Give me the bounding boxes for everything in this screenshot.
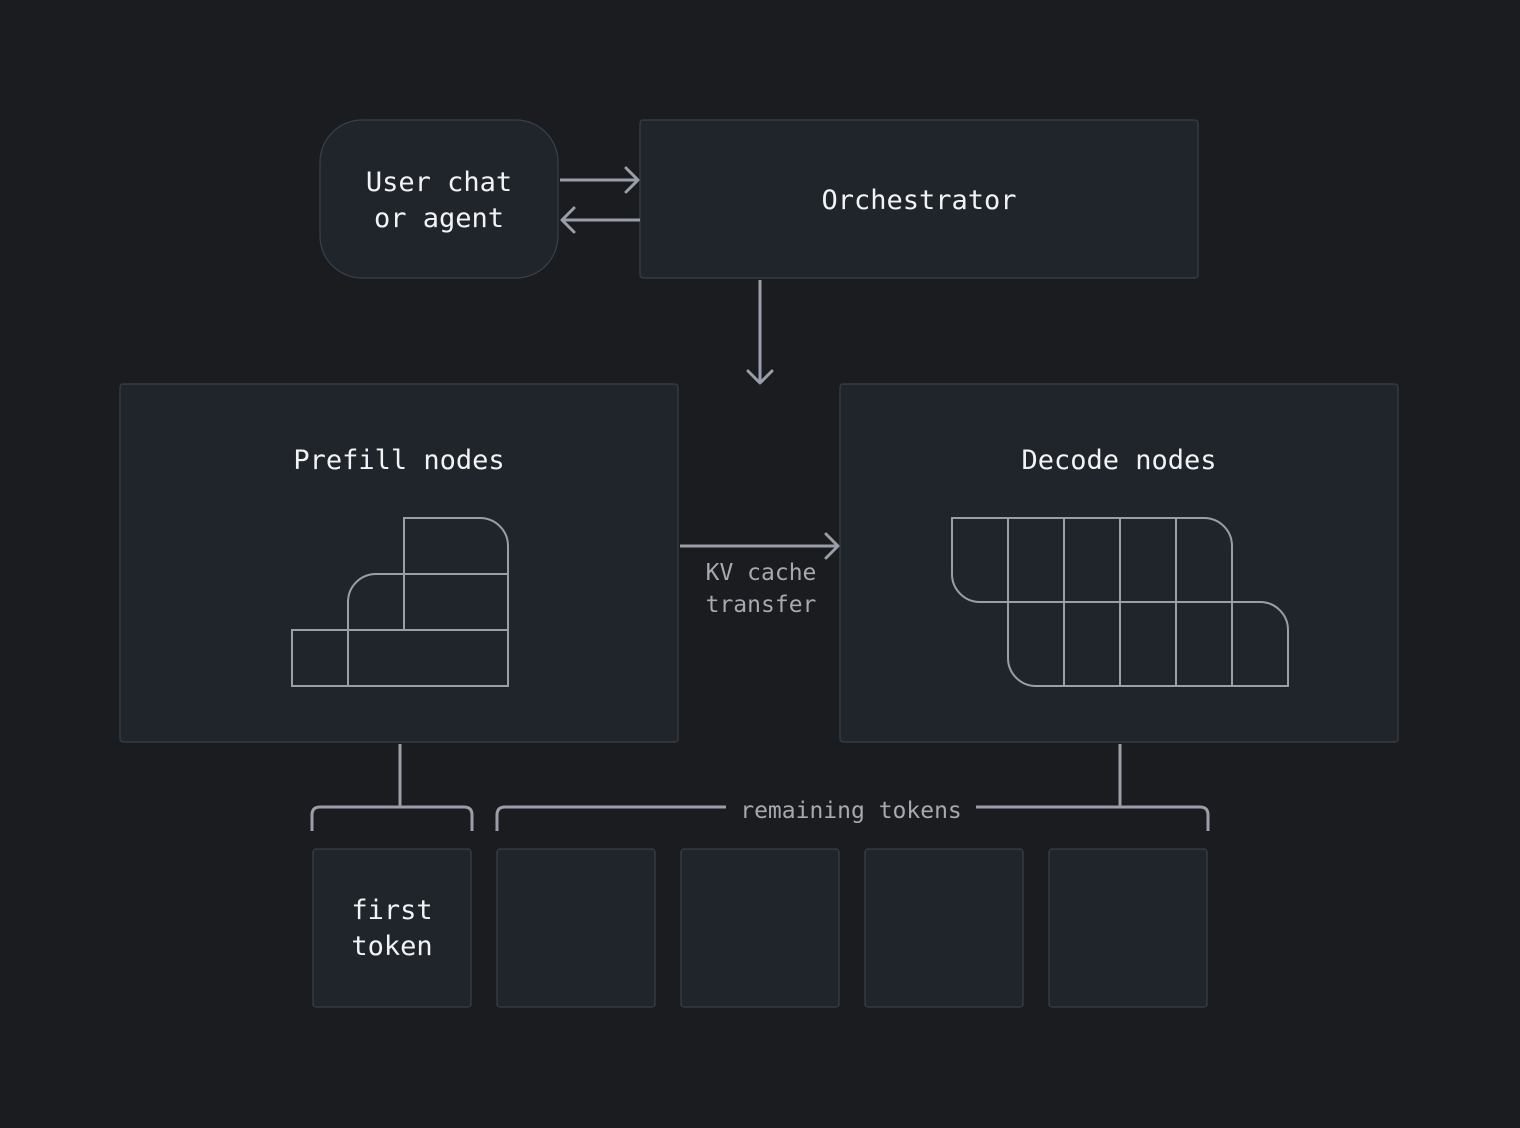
kv-cache-label-line1: KV cache (706, 560, 817, 586)
prefill-nodes: Prefill nodes (119, 383, 679, 743)
remaining-tokens-label: remaining tokens (740, 798, 962, 824)
orchestrator-label: Orchestrator (821, 185, 1016, 216)
remaining-token-box (496, 848, 656, 1008)
orchestrator-down-arrow (746, 280, 774, 385)
orchestrator-box (639, 119, 1199, 279)
user-chat-box (319, 119, 559, 279)
prefill-nodes-label: Prefill nodes (293, 445, 504, 476)
kv-cache-label-line2: transfer (706, 592, 817, 618)
prefill-token-grid (291, 517, 509, 687)
remaining-token-box (864, 848, 1024, 1008)
decode-nodes-label: Decode nodes (1021, 445, 1216, 476)
user-chat-node: User chat or agent (319, 119, 559, 279)
first-token-bracket (310, 744, 474, 831)
first-token-label-line2: token (351, 931, 432, 962)
decode-nodes: Decode nodes (839, 383, 1399, 743)
remaining-token-box (1048, 848, 1208, 1008)
user-chat-label-line2: or agent (374, 203, 504, 234)
first-token-box: first token (312, 848, 472, 1008)
prefill-nodes-box (119, 383, 679, 743)
orchestrator-node: Orchestrator (639, 119, 1199, 279)
user-chat-label-line1: User chat (366, 167, 512, 198)
kv-cache-transfer-arrow: KV cache transfer (680, 532, 840, 618)
decode-token-grid (951, 517, 1289, 687)
remaining-token-box (680, 848, 840, 1008)
first-token-label-line1: first (351, 895, 432, 926)
orchestrator-to-user-arrow (560, 206, 640, 234)
remaining-tokens-bracket: remaining tokens (495, 744, 1210, 831)
user-to-orchestrator-arrow (560, 166, 640, 194)
